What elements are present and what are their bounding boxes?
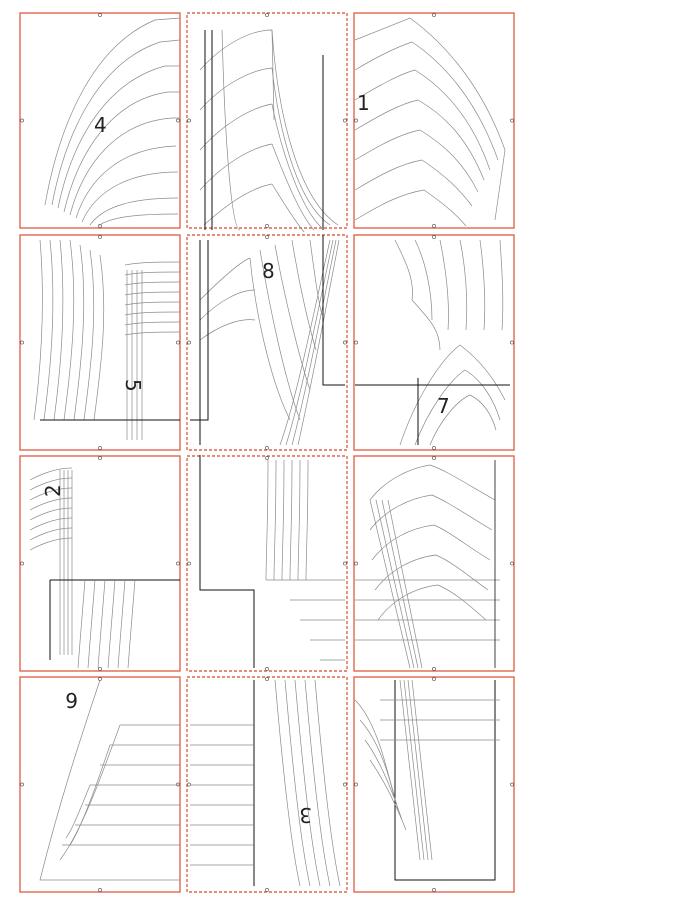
tile-2-2 — [186, 234, 348, 451]
registration-mark — [354, 340, 358, 345]
piece-label-8: 8 — [262, 259, 275, 283]
registration-mark — [98, 235, 102, 239]
registration-mark — [98, 446, 102, 450]
piece-center-mid-lines — [199, 455, 345, 668]
tile-1-2 — [186, 12, 348, 229]
tile-3-1 — [19, 455, 181, 672]
piece-labels: 4 1 8 5 7 2 6 3 — [41, 91, 450, 827]
tile-4-3 — [353, 676, 515, 893]
piece-label-6: 6 — [65, 688, 78, 712]
tile-2-3 — [353, 234, 515, 451]
piece-3-lines — [190, 679, 341, 887]
piece-label-7: 7 — [437, 394, 450, 418]
tile-1-1 — [19, 12, 181, 229]
registration-mark — [510, 340, 514, 345]
registration-mark — [20, 782, 24, 787]
registration-mark — [20, 118, 24, 123]
tile-4-1 — [19, 676, 181, 893]
registration-mark — [354, 561, 358, 566]
registration-mark — [176, 561, 180, 566]
registration-mark — [432, 888, 436, 892]
registration-mark — [265, 677, 269, 681]
registration-mark — [432, 446, 436, 450]
piece-right-bottom-lines — [354, 679, 500, 881]
piece-8-lines — [190, 235, 345, 446]
registration-mark — [432, 235, 436, 239]
piece-label-3: 3 — [299, 803, 312, 827]
registration-mark — [510, 561, 514, 566]
pattern-lines — [29, 17, 510, 887]
registration-mark — [98, 667, 102, 671]
registration-mark — [265, 456, 269, 460]
tile-3-2 — [186, 455, 348, 672]
registration-mark — [432, 13, 436, 17]
registration-mark — [432, 667, 436, 671]
piece-6-lines — [39, 679, 180, 881]
registration-mark — [265, 13, 269, 17]
registration-mark — [265, 235, 269, 239]
registration-mark — [343, 782, 347, 787]
registration-mark — [187, 782, 191, 787]
registration-mark — [176, 782, 180, 787]
registration-mark — [176, 340, 180, 345]
piece-5-lines — [33, 239, 181, 440]
registration-mark — [98, 13, 102, 17]
registration-mark — [343, 561, 347, 566]
piece-label-1: 1 — [357, 91, 370, 115]
registration-mark — [343, 118, 347, 123]
registration-mark — [98, 456, 102, 460]
piece-center-top-lines — [199, 29, 339, 233]
registration-mark — [265, 446, 269, 450]
registration-mark — [265, 224, 269, 228]
tile-1-3 — [353, 12, 515, 229]
registration-mark — [187, 561, 191, 566]
piece-1-lines — [354, 17, 506, 227]
registration-mark — [432, 677, 436, 681]
piece-right-mid-lines — [355, 460, 500, 669]
registration-mark — [510, 118, 514, 123]
tile-2-1 — [19, 234, 181, 451]
piece-label-5: 5 — [121, 379, 145, 392]
piece-4-lines — [44, 17, 181, 227]
piece-label-2: 2 — [41, 484, 65, 497]
registration-mark — [187, 340, 191, 345]
piece-7-lines — [355, 239, 510, 446]
registration-mark — [354, 782, 358, 787]
registration-mark — [343, 340, 347, 345]
registration-mark — [98, 888, 102, 892]
registration-mark — [432, 456, 436, 460]
registration-mark — [432, 224, 436, 228]
registration-mark — [510, 782, 514, 787]
piece-label-4: 4 — [94, 113, 107, 137]
tile-3-3 — [353, 455, 515, 672]
registration-mark — [265, 667, 269, 671]
tile-grid — [19, 12, 515, 893]
registration-mark — [20, 340, 24, 345]
tile-4-2 — [186, 676, 348, 893]
registration-mark — [187, 118, 191, 123]
registration-mark — [176, 118, 180, 123]
registration-mark — [354, 118, 358, 123]
registration-mark — [20, 561, 24, 566]
registration-mark — [265, 888, 269, 892]
piece-2-lines — [29, 467, 180, 669]
